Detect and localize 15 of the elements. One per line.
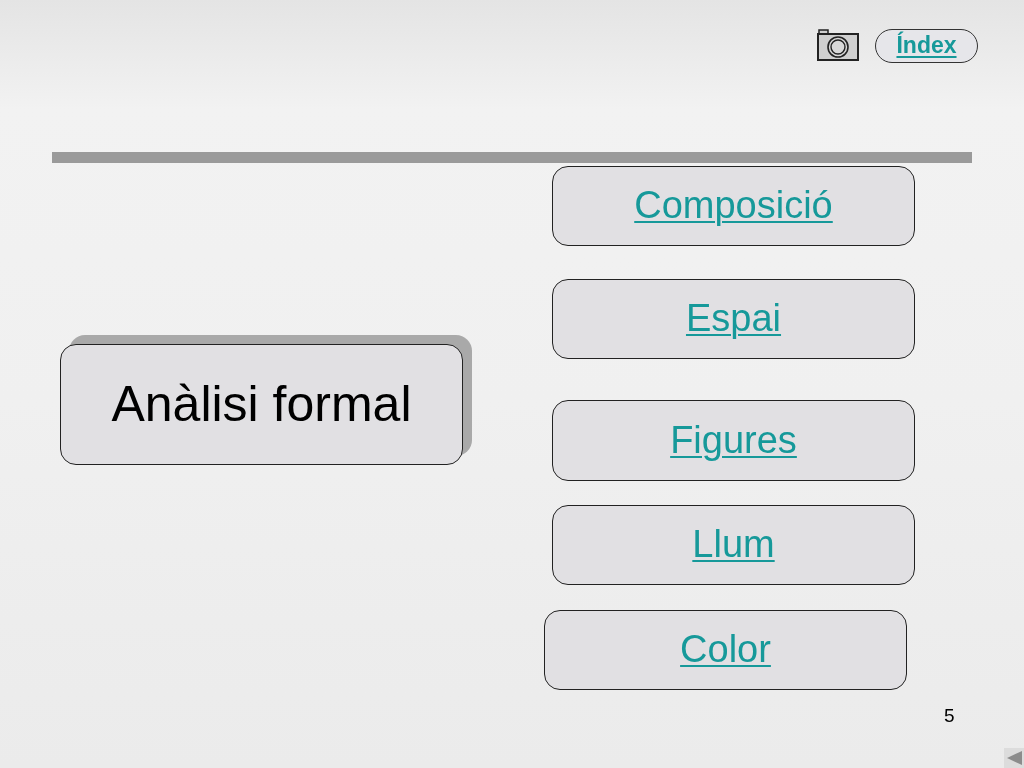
link-text: Color (680, 629, 771, 671)
index-button (875, 29, 978, 63)
title-text: Anàlisi formal (111, 377, 412, 432)
link-box (552, 400, 915, 481)
title-box (60, 344, 463, 465)
page-number: 5 (944, 706, 955, 727)
link-text: Llum (692, 524, 775, 566)
link-text: Figures (670, 419, 797, 462)
link-text: Espai (685, 298, 782, 340)
link-box (552, 166, 915, 246)
link-box (552, 505, 915, 585)
link-box (544, 610, 907, 690)
link-box (552, 279, 915, 359)
link-text: Composició (634, 185, 833, 227)
link-text: Índex (896, 33, 957, 59)
